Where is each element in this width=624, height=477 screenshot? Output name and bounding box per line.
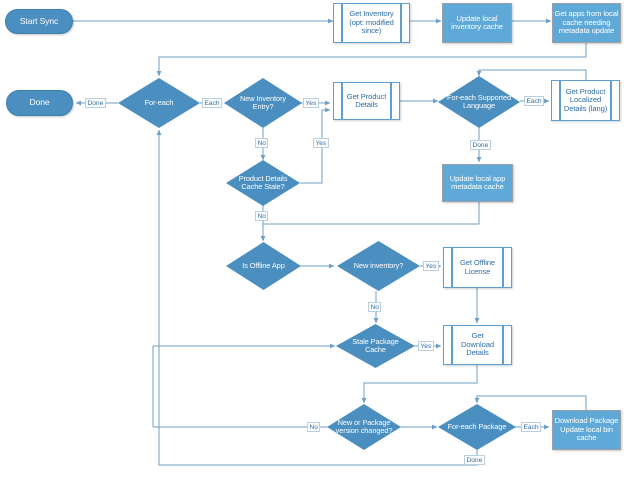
node-label: Get apps from local cache needing metada… [554,9,619,36]
predefined-bar-left [451,326,453,364]
node-label: For-each Package [447,421,507,431]
node-get-product-details[interactable]: Get Product Details [333,82,400,120]
edge-label-new-inventory-no: No [368,302,382,312]
node-get-offline-license[interactable]: Get Offline License [443,247,512,288]
edge-label-new-entry-no: No [255,138,269,148]
predefined-bar-left [451,248,453,287]
edge-label-new-entry-yes: Yes [303,98,319,108]
node-label: New inventory? [353,260,404,270]
node-label: Get Download Details [461,331,494,358]
edge-label-pkg-changed-no: No [307,422,321,432]
node-get-download-details[interactable]: Get Download Details [443,325,512,365]
edge-label-lang-each: Each [524,96,545,106]
node-label: Get Inventory (opt: modified since) [349,9,394,36]
edge-label-prod-stale-no: No [255,211,269,221]
node-for-each-package[interactable]: For-each Package [438,404,516,450]
node-label: Stale Package Cache [352,336,399,354]
predefined-bar-right [400,4,402,42]
edge-label-lang-done: Done [470,140,491,150]
predefined-bar-left [341,4,343,42]
node-update-local-inventory-cache[interactable]: Update local inventory cache [442,3,512,43]
node-get-product-localized-details[interactable]: Get Product Localized Details (lang) [551,80,620,121]
node-get-apps-needing-metadata-update[interactable]: Get apps from local cache needing metada… [552,3,621,43]
node-new-inventory-entry[interactable]: New Inventory Entry? [224,78,302,128]
node-label: Product Details Cache Stale? [238,173,288,191]
edge-label-new-inventory-yes: Yes [423,261,439,271]
node-label: Download Package Update local bin cache [554,416,619,443]
node-get-inventory[interactable]: Get Inventory (opt: modified since) [333,3,410,43]
node-new-or-package-version-changed[interactable]: New or Package version changed? [327,404,401,450]
node-label: Start Sync [19,15,59,26]
node-new-inventory[interactable]: New inventory? [337,241,420,291]
node-label: Update local inventory cache [451,13,503,31]
node-label: For-each [144,97,174,107]
predefined-bar-left [341,83,343,119]
edge-label-foreach-pkg-done: Done [464,455,485,465]
predefined-bar-right [502,326,504,364]
node-product-details-cache-stale[interactable]: Product Details Cache Stale? [226,160,300,206]
edge-label-foreach-each: Each [202,98,223,108]
node-label: New Inventory Entry? [240,93,286,111]
edge-label-done-terminator: Done [85,98,106,108]
predefined-bar-right [390,83,392,119]
node-stale-package-cache[interactable]: Stale Package Cache [336,324,415,368]
node-download-package-update-local-bin-cache[interactable]: Download Package Update local bin cache [552,410,621,450]
edge-label-prod-stale-yes: Yes [313,138,329,148]
node-done[interactable]: Done [6,90,73,116]
node-label: Done [29,97,50,108]
node-label: Update local app metadata cache [449,173,506,191]
edge-label-foreach-pkg-each: Each [521,422,542,432]
node-for-each-supported-language[interactable]: For-each Supported Language [438,76,520,128]
node-label: Get Product Localized Details (lang) [563,86,608,113]
node-label: Get Offline License [459,258,496,276]
edge-label-stale-pkg-yes: Yes [418,341,434,351]
node-label: Get Product Details [346,91,387,109]
predefined-bar-right [610,81,612,120]
node-is-offline-app[interactable]: Is Offline App [226,242,301,290]
node-for-each[interactable]: For-each [118,78,200,128]
node-start-sync[interactable]: Start Sync [5,9,73,34]
node-label: New or Package version changed? [335,417,393,435]
predefined-bar-right [502,248,504,287]
node-label: For-each Supported Language [447,92,511,110]
node-label: Is Offline App [242,260,285,270]
node-update-local-app-metadata-cache[interactable]: Update local app metadata cache [442,164,513,202]
predefined-bar-left [559,81,561,120]
